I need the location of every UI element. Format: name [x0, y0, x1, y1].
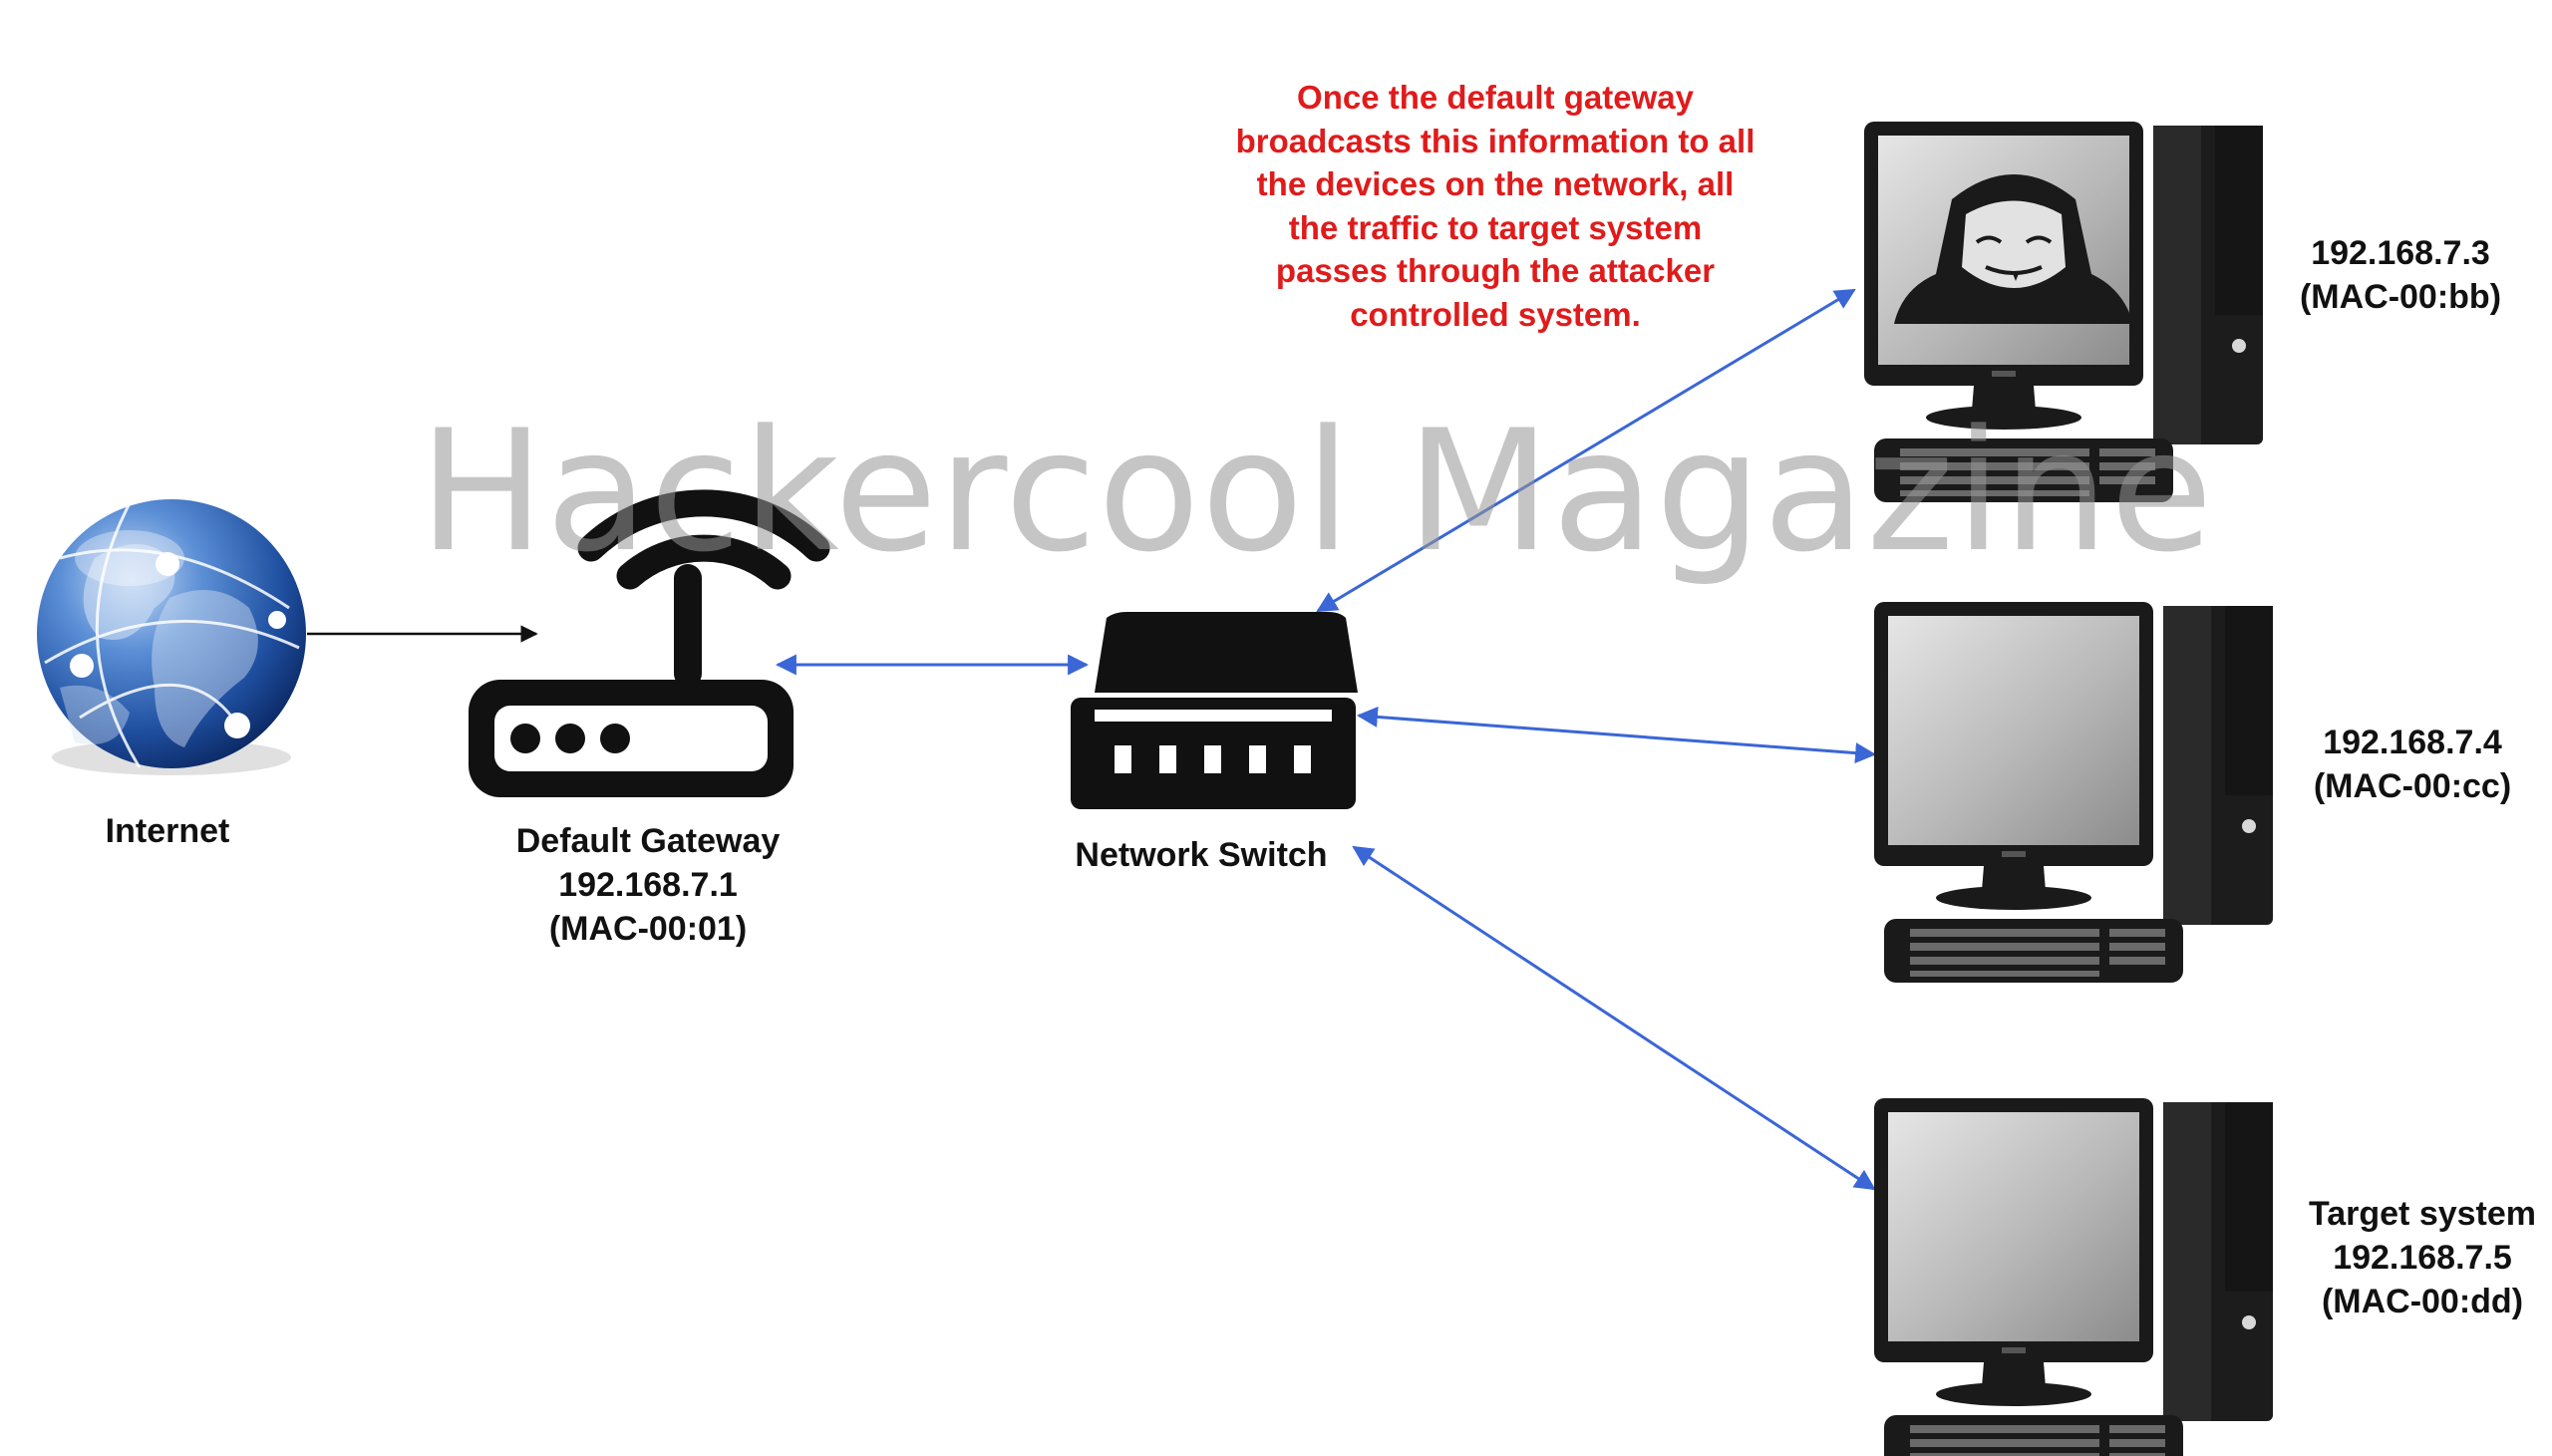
link-switch-target — [1352, 845, 1876, 1191]
link-switch-host — [1356, 706, 1877, 764]
annotation-line: broadcasts this information to all — [1235, 122, 1755, 159]
network-switch-icon — [1071, 612, 1358, 809]
hacker-mask-icon — [1894, 174, 2133, 324]
gateway-name: Default Gateway — [515, 822, 781, 860]
gateway-label: Default Gateway 192.168.7.1 (MAC-00:01) — [488, 819, 807, 951]
annotation-line: the traffic to target system — [1288, 208, 1703, 246]
wifi-router-icon — [469, 489, 830, 797]
globe-icon — [37, 499, 306, 775]
attacker-mac: (MAC-00:bb) — [2299, 278, 2502, 316]
annotation-line: the devices on the network, all — [1256, 165, 1735, 202]
target-label: Target system 192.168.7.5 (MAC-00:dd) — [2295, 1192, 2550, 1323]
gateway-ip: 192.168.7.1 — [558, 866, 738, 904]
target-mac: (MAC-00:dd) — [2321, 1283, 2524, 1320]
link-switch-attacker — [1316, 288, 1856, 613]
annotation-line: Once the default gateway — [1297, 79, 1694, 116]
annotation-line: passes through the attacker — [1275, 252, 1716, 289]
annotation-line: controlled system. — [1350, 295, 1641, 333]
gateway-mac: (MAC-00:01) — [548, 910, 748, 948]
attacker-ip: 192.168.7.3 — [2311, 234, 2490, 272]
switch-label: Network Switch — [1075, 836, 1328, 874]
host-ip: 192.168.7.4 — [2323, 724, 2502, 761]
desktop-computer-icon — [1874, 602, 2273, 983]
attack-annotation: Once the default gateway broadcasts this… — [1186, 76, 1804, 336]
desktop-computer-icon — [1874, 1098, 2273, 1456]
attacker-label: 192.168.7.3 (MAC-00:bb) — [2271, 231, 2530, 319]
host-label: 192.168.7.4 (MAC-00:cc) — [2283, 721, 2542, 808]
target-name: Target system — [2308, 1195, 2537, 1233]
target-ip: 192.168.7.5 — [2333, 1239, 2512, 1277]
host-mac: (MAC-00:cc) — [2313, 767, 2512, 805]
internet-label: Internet — [105, 812, 230, 850]
